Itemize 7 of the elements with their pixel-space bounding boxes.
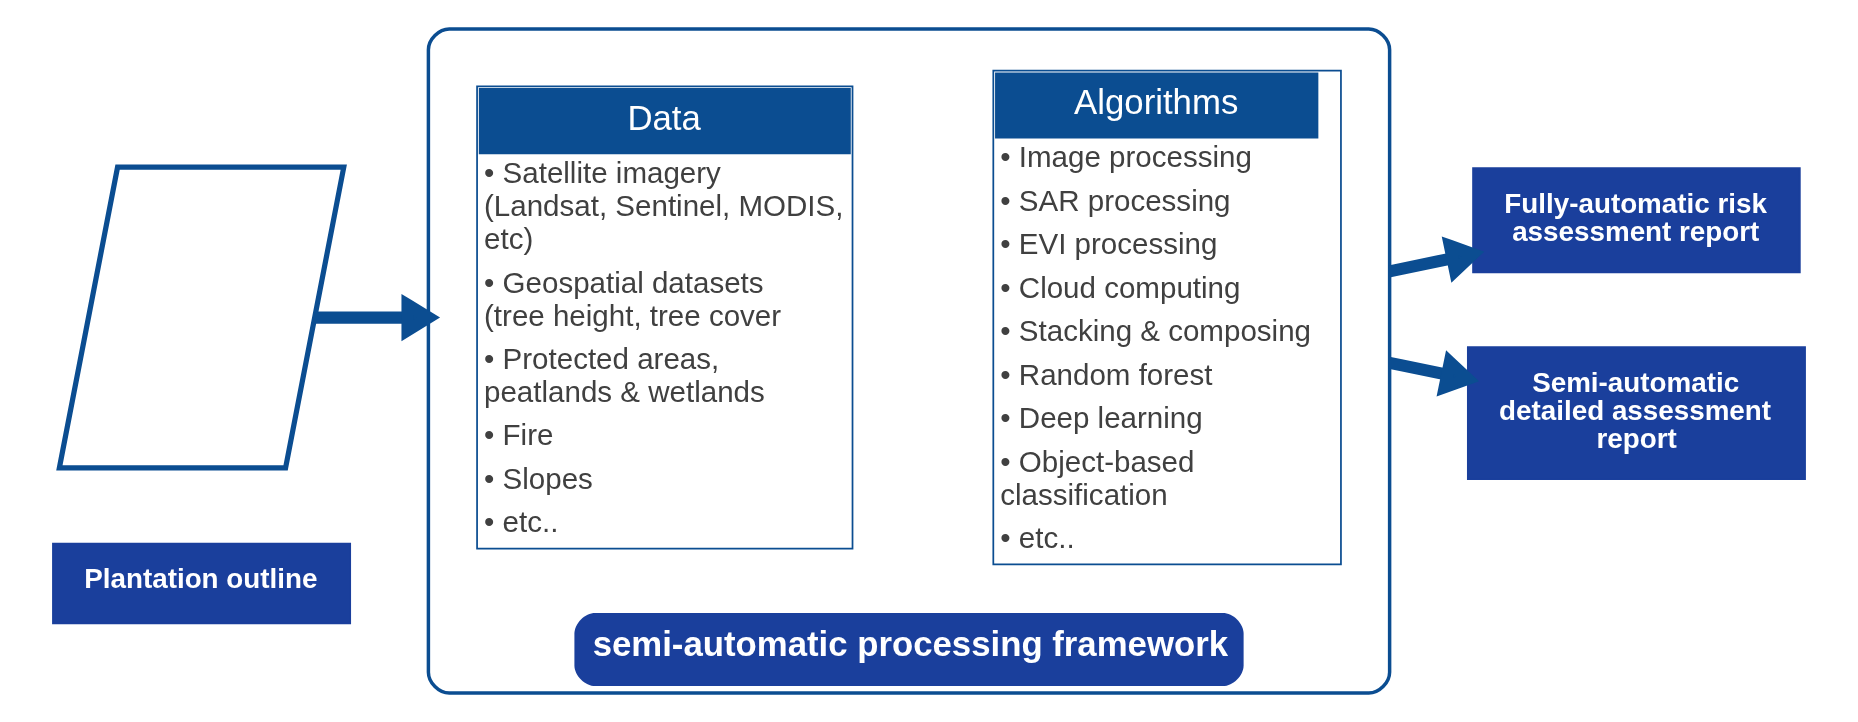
node-box: Fully-automatic risk assessment report (1472, 167, 1801, 274)
node-parallelogram (56, 164, 347, 471)
arrow (315, 293, 441, 342)
node-box: Semi-automatic detailed assessment report (1466, 346, 1806, 481)
node-box: Plantation outline (52, 542, 352, 625)
arrow (1388, 236, 1485, 283)
arrow (1388, 350, 1480, 397)
